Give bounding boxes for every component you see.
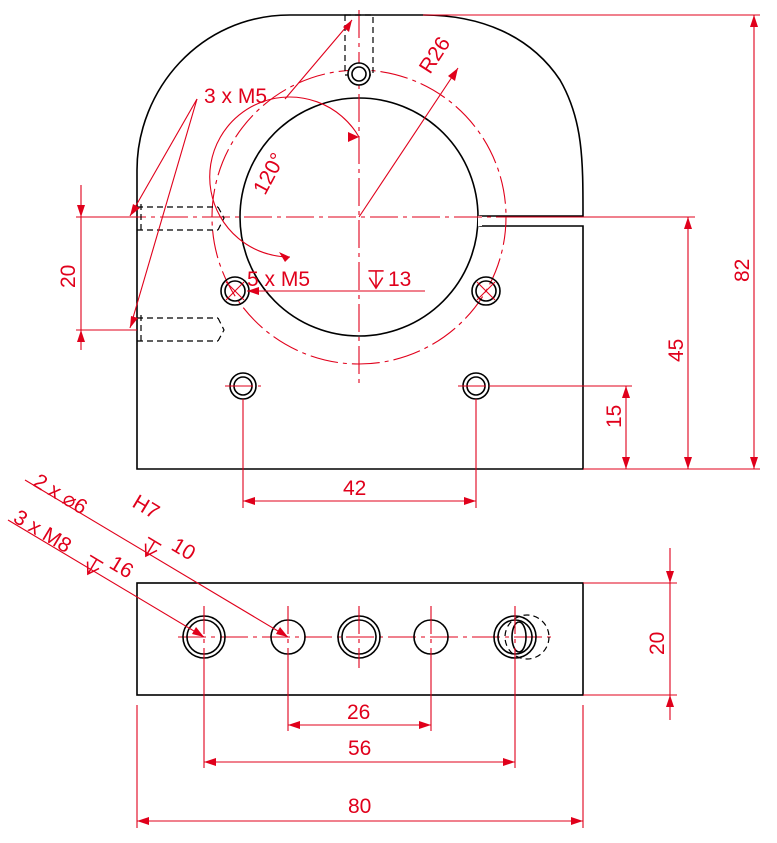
side-holes-callout: 3 x M5 <box>129 19 353 329</box>
dim-horizontal-42-text: 42 <box>343 477 366 500</box>
side-tapped-hole-lower <box>137 315 225 344</box>
top-view: R26 120° 3 x M5 5 x M5 13 <box>57 10 760 508</box>
top-view-outline <box>136 14 584 470</box>
dim-dowel-26-text: 26 <box>347 701 370 724</box>
dim-holes-56: 56 <box>203 668 516 768</box>
dim-width-80: 80 <box>136 705 584 828</box>
dowel-holes-callout-text: 2 x ⌀6 <box>29 470 91 520</box>
side-tapped-hole-upper <box>137 204 225 233</box>
dim-vertical-82: 82 <box>423 14 760 470</box>
dim-vertical-20-text: 20 <box>57 265 80 288</box>
radius-label: R26 <box>415 33 455 78</box>
top-tapped-hole-inner <box>351 66 367 82</box>
dim-thickness-20-text: 20 <box>646 632 669 655</box>
side-holes-callout-text: 3 x M5 <box>204 85 267 108</box>
dowel-holes-tolerance: H7 <box>128 491 163 525</box>
tapped-holes-depth: 16 <box>105 552 137 584</box>
dim-thickness-20: 20 <box>583 548 677 720</box>
front-view-outline <box>136 582 584 696</box>
dim-horizontal-42: 42 <box>242 399 477 508</box>
dowel-holes-depth: 10 <box>167 534 199 566</box>
bore-holes-callout-text: 5 x M5 <box>247 268 310 291</box>
tapped-holes-callout-text: 3 x M8 <box>9 506 75 558</box>
bore-holes-depth: 13 <box>388 268 411 291</box>
angle-label: 120° <box>249 149 290 198</box>
dim-vertical-15: 15 <box>489 385 632 470</box>
dim-vertical-45: 45 <box>505 216 695 470</box>
bore-tapped-hole-right <box>471 276 501 306</box>
angle-dimension: 120° <box>209 96 360 262</box>
dim-dowel-26: 26 <box>287 668 432 731</box>
dim-holes-56-text: 56 <box>348 737 371 760</box>
tapped-holes-callout: 3 x M8 16 <box>7 506 205 638</box>
dim-vertical-20: 20 <box>57 185 137 350</box>
front-view: 2 x ⌀6 H7 10 3 x M8 16 20 <box>7 470 677 828</box>
radius-leader: R26 <box>358 33 459 218</box>
bore-tapped-hole-left <box>220 276 250 306</box>
slot-gap <box>478 216 482 226</box>
bore-holes-callout: 5 x M5 13 <box>247 268 425 295</box>
dim-vertical-82-text: 82 <box>731 259 754 282</box>
dim-vertical-15-text: 15 <box>603 405 626 428</box>
dim-vertical-45-text: 45 <box>665 339 688 362</box>
dim-width-80-text: 80 <box>348 795 371 818</box>
